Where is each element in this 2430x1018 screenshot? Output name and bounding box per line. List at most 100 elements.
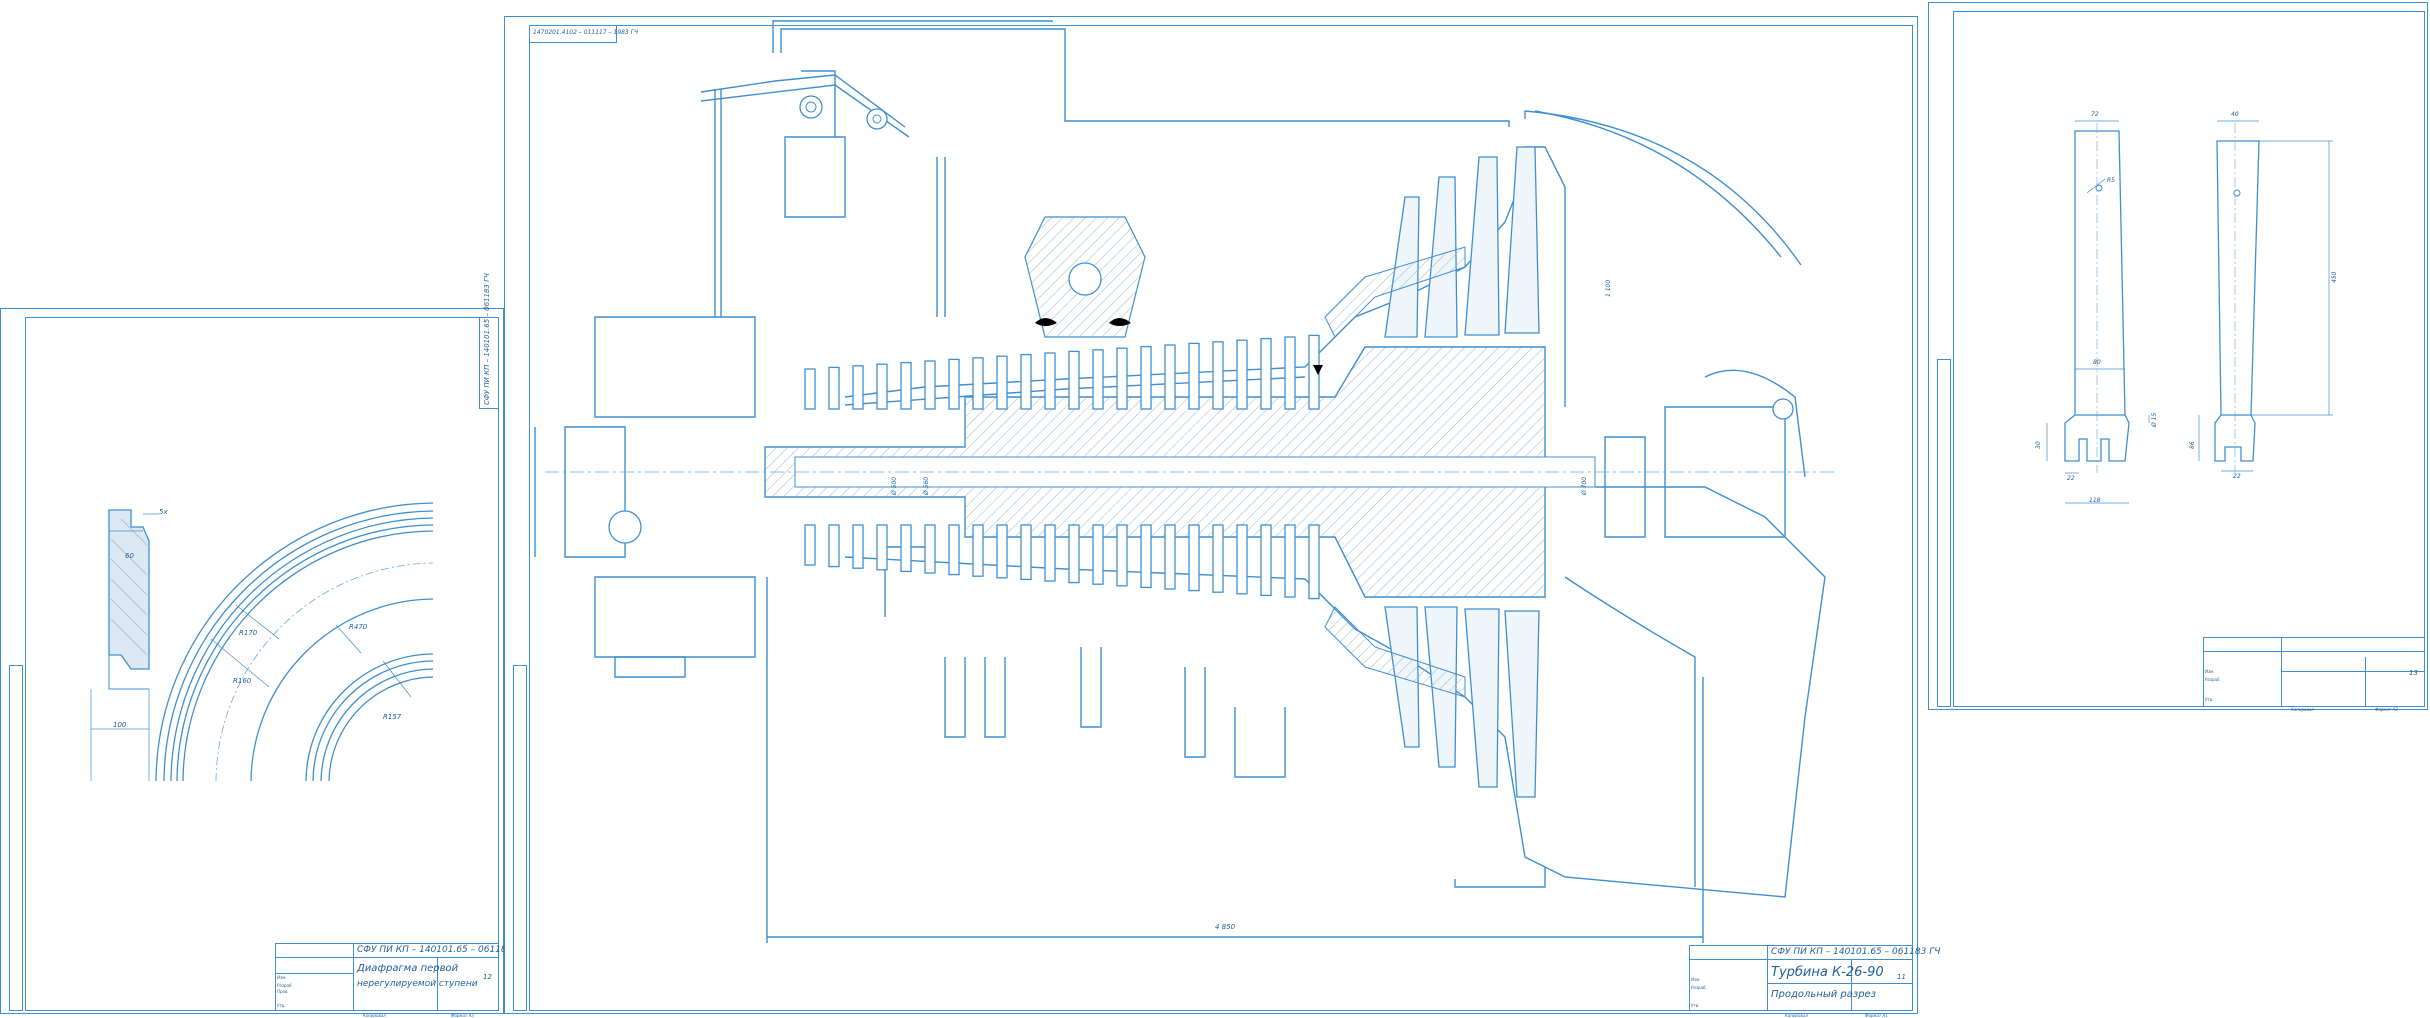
blade-stage-upper [1020,353,1032,410]
blade-stage-upper [900,361,912,410]
blade-stage-lower [804,524,816,566]
dim-d15: Ø 15 [2151,412,2158,427]
dim-22a: 22 [2067,475,2075,482]
sheet-main: 1470201.4102 – 011117 – 1983 ГЧ [504,16,1940,1018]
drawing-title-1: Диафрагма первой [357,963,459,974]
dim-1100: 1 100 [1605,279,1612,297]
blade-stage-upper [1140,345,1152,410]
dim-86: 86 [2189,441,2196,449]
tb-razrab: Разраб. [2205,677,2221,682]
sheet-left-frame [25,317,499,1011]
sheet-right: 72 80 R5 40 450 30 22 118 Ø 15 22 86 13 … [1928,2,2428,712]
doc-code: СФУ ПИ КП – 140101.65 – 061183 ГЧ [357,945,527,955]
sheet-number: 11 [1897,973,1906,981]
bottom-format: Формат А3 [451,1013,474,1018]
blade-stage-upper [1188,342,1200,410]
turbine-section-drawing [534,20,1835,943]
blade-stage-upper [1092,349,1104,410]
blade-stage-upper [996,355,1008,410]
margin-strip [9,665,23,1011]
dim-5x: 5х [159,508,168,516]
dim-450: 450 [2331,271,2338,283]
corner-code: 1470201.4102 – 011117 – 1983 ГЧ [533,29,639,36]
title-block [1689,945,1913,1011]
blade-stage-upper [1212,341,1224,410]
blade-stage-upper [1044,352,1056,410]
title-block [2203,637,2425,707]
tb-utv: Утв. [2205,697,2214,702]
blade-stage-lower [1140,524,1152,589]
blade-stage-upper [1260,337,1272,410]
tb-razrab: Разраб. [277,983,293,988]
blade-stage-lower [1116,524,1128,587]
drawing-title-2: Продольный разрез [1771,989,1877,1000]
blade-stage-lower [1164,524,1176,590]
tb-izm: Изм. [277,975,287,980]
blade-drawing [2046,120,2333,504]
sheet-left: СФУ ПИ КП – 140101.65 – 061183 ГЧ [0,273,526,1018]
sheet-right-frame [1953,11,2425,707]
blade-stage-upper [924,360,936,410]
blade-stage-lower [852,524,864,569]
dim-length: 4 850 [1215,923,1236,931]
tb-razrab: Разраб. [1691,985,1707,990]
blade-stage-upper [1164,344,1176,410]
sheet-number: 13 [2409,669,2418,677]
blade-stage-upper [1116,347,1128,410]
diaphragm-drawing [90,502,434,782]
tb-utv: Утв. [1691,1003,1700,1008]
blade-stage-lower [996,524,1008,579]
margin-strip [1937,359,1951,707]
dim-r157: R157 [383,713,402,721]
blade-stage-lower [972,524,984,577]
sheet-main-frame [529,25,1913,1011]
dim-r470: R470 [349,623,368,631]
title-block [275,943,499,1011]
blade-stage-upper [948,358,960,410]
blade-stage-lower [1212,524,1224,593]
blade-stage-upper [876,363,888,410]
sheet-number: 12 [483,973,492,981]
dim-40: 40 [2231,111,2239,118]
corner-code-box [529,25,617,43]
blade-stage-upper [852,365,864,410]
corner-code-box [479,317,499,409]
dim-72: 72 [2091,111,2099,118]
dim-d560: Ø 560 [923,476,930,495]
bottom-copy: Копировал [363,1013,386,1018]
drawing-title-1: Турбина К-26-90 [1771,965,1884,980]
blade-stage-lower [1044,524,1056,582]
blade-stage-lower [1188,524,1200,592]
dim-d700: Ø 700 [1581,476,1588,495]
doc-code: СФУ ПИ КП – 140101.65 – 061183 ГЧ [1771,947,1941,957]
blade-stage-lower [828,524,840,568]
bottom-copy: Копировал [1785,1013,1808,1018]
dim-r170: R170 [239,629,258,637]
blade-stage-upper [972,357,984,410]
blade-stage-upper [828,366,840,410]
dim-r5: R5 [2107,177,2115,184]
tb-utv: Утв. [277,1003,286,1008]
dim-r160: R160 [233,677,252,685]
drawing-title-2: нерегулируемой ступени [357,979,478,989]
blade-stage-lower [900,524,912,573]
blade-stage-lower [1308,524,1320,600]
blade-stage-lower [948,524,960,576]
blade-stage-upper [1284,336,1296,410]
tb-prov: Пров. [277,989,289,994]
dim-22b: 22 [2233,473,2241,480]
margin-strip [513,665,527,1011]
blade-stage-upper [1068,350,1080,410]
blade-stage-upper [804,368,816,410]
blade-stage-lower [1092,524,1104,585]
bottom-format: Формат А1 [1865,1013,1888,1018]
dim-d500: Ø 500 [891,476,898,495]
tb-izm: Изм. [2205,669,2215,674]
bottom-copy: Копировал [2291,707,2314,712]
dim-30: 30 [2035,441,2042,449]
blade-stage-upper [1236,339,1248,410]
dim-118: 118 [2089,497,2101,504]
blade-stage-lower [876,524,888,571]
dim-60: 60 [125,552,134,560]
tb-izm: Изм. [1691,977,1701,982]
